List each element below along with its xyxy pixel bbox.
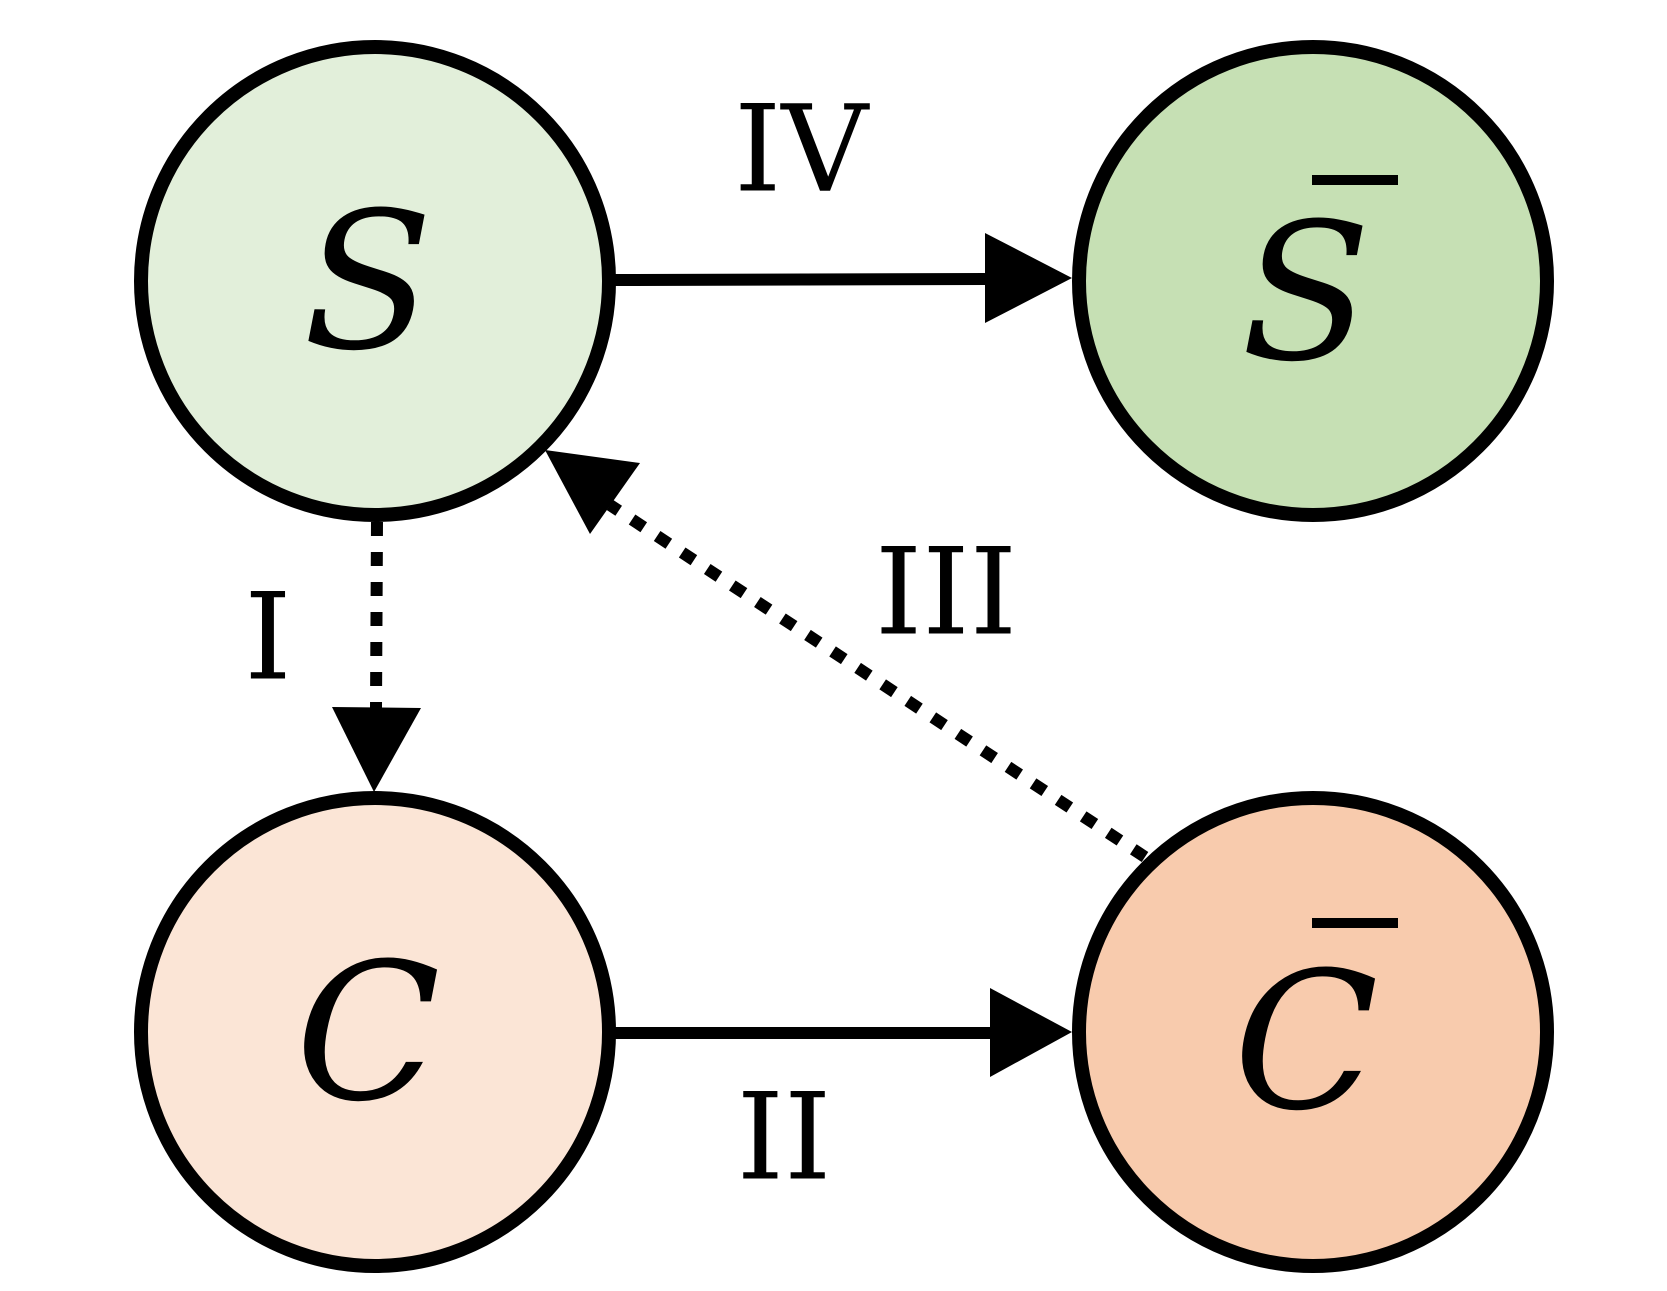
node-c: C (134, 791, 616, 1273)
node-s-label: S (303, 172, 433, 393)
edge-iv-label: IV (734, 81, 870, 220)
edge-i-line (370, 521, 383, 709)
edge-iv-line (614, 273, 986, 286)
node-s-bar-label: S (1241, 183, 1371, 404)
node-s-bar: S (1072, 40, 1554, 522)
edge-iv (614, 233, 1072, 323)
edge-i-label: I (244, 569, 291, 708)
edge-i (332, 521, 421, 792)
edge-i-arrowhead (332, 707, 421, 792)
node-c-bar: C (1072, 791, 1554, 1273)
node-c-bar-circle (1072, 791, 1554, 1273)
node-c-bar-label: C (1233, 932, 1378, 1153)
node-c-label: C (295, 923, 440, 1144)
edge-iii-label: III (875, 524, 1017, 663)
edge-iii-arrowhead (545, 450, 640, 534)
edge-iv-arrowhead (985, 233, 1072, 323)
edge-ii-label: II (737, 1069, 832, 1208)
edge-ii (615, 988, 1072, 1077)
node-s-bar-circle (1072, 40, 1554, 522)
node-c-circle (134, 791, 616, 1273)
node-s-circle (134, 40, 616, 522)
edge-ii-arrowhead (990, 988, 1072, 1077)
node-s: S (134, 40, 616, 522)
edge-iii (545, 450, 1149, 863)
